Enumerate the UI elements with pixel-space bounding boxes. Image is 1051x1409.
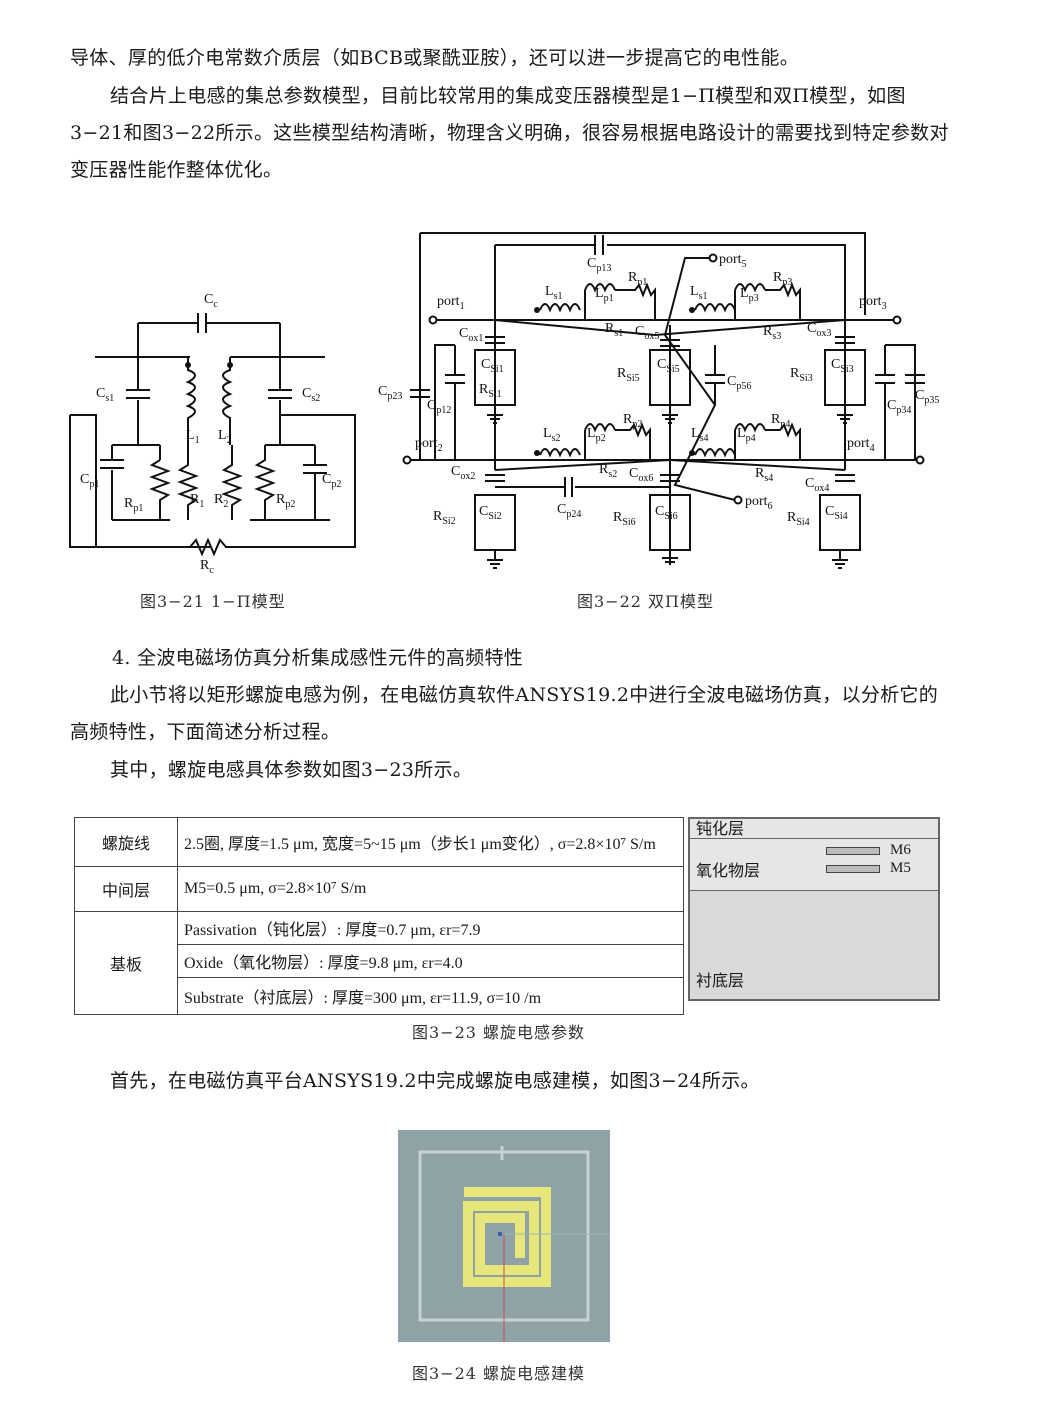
label-Rp3: Rp3 <box>773 270 792 288</box>
parameter-table: 螺旋线 2.5圈, 厚度=1.5 μm, 宽度=5~15 μm（步长1 μm变化… <box>74 817 684 1015</box>
paragraph-5: 其中，螺旋电感具体参数如图3−23所示。 <box>110 759 473 781</box>
label-R2: R2 <box>214 492 228 510</box>
label-Lp3: Lp3 <box>740 286 759 304</box>
label-port3: port3 <box>859 294 887 312</box>
label-Cox1: Cox1 <box>459 326 483 344</box>
label-RSi6: RSi6 <box>613 510 636 528</box>
label-Lp4: Lp4 <box>737 426 756 444</box>
oxide-layer: 氧化物层 <box>690 839 938 891</box>
figure-double-pi-model: port1 port2 port3 port4 port5 port6 Cp13… <box>375 225 945 575</box>
table-row: 中间层 M5=0.5 μm, σ=2.8×10⁷ S/m <box>74 866 684 912</box>
table-row: Oxide（氧化物层）: 厚度=9.8 μm, εr=4.0 <box>75 944 684 978</box>
caption-fig-3-21: 图3−21 1−Π模型 <box>140 592 286 611</box>
passivation-layer: 钝化层 <box>690 819 938 839</box>
figure-1pi-model: Cc Cs1 Cs2 L1 L2 Cp1 Rp1 R1 R2 Rp2 Cp2 R… <box>60 285 370 585</box>
label-Cp23: Cp23 <box>378 384 402 402</box>
paragraph-1: 导体、厚的低介电常数介质层（如BCB或聚酰亚胺），还可以进一步提高它的电性能。 <box>70 47 800 69</box>
label-RSi4: RSi4 <box>787 510 810 528</box>
label-CSi3: CSi3 <box>831 357 854 375</box>
label-Cs1: Cs1 <box>96 386 114 404</box>
label-Rs3: Rs3 <box>763 324 781 342</box>
label-Rp2: Rp2 <box>276 492 295 510</box>
label-Cc: Cc <box>204 292 218 310</box>
label-Rp1: Rp1 <box>124 496 143 514</box>
label-Cp13: Cp13 <box>587 256 611 274</box>
paragraph-6: 首先，在电磁仿真平台ANSYS19.2中完成螺旋电感建模，如图3−24所示。 <box>110 1070 760 1092</box>
table-row: 螺旋线 2.5圈, 厚度=1.5 μm, 宽度=5~15 μm（步长1 μm变化… <box>74 817 684 867</box>
caption-fig-3-22: 图3−22 双Π模型 <box>577 592 714 611</box>
label-Rp1: Rp1 <box>628 270 647 288</box>
paragraph-2: 结合片上电感的集总参数模型，目前比较常用的集成变压器模型是1−Π模型和双Π模型，… <box>70 85 949 181</box>
label-Rs4: Rs4 <box>755 466 773 484</box>
label-Lp2: Lp2 <box>587 426 606 444</box>
label-RSi1: RSi1 <box>479 382 502 400</box>
label-Rp4: Rp4 <box>771 412 790 430</box>
layer-stack-diagram: 钝化层 氧化物层 M6 M5 衬底层 <box>688 817 940 1001</box>
label-Cp2: Cp2 <box>322 472 341 490</box>
section-heading: 4. 全波电磁场仿真分析集成感性元件的高频特性 <box>112 647 524 669</box>
label-L2: L2 <box>218 428 232 446</box>
label-CSi5: CSi5 <box>657 357 680 375</box>
label-port6: port6 <box>745 494 773 512</box>
m6-bar <box>826 847 880 855</box>
label-Cox2: Cox2 <box>451 464 475 482</box>
label-Rs2: Rs2 <box>599 462 617 480</box>
label-CSi6: CSi6 <box>655 504 678 522</box>
label-CSi1: CSi1 <box>481 357 504 375</box>
label-CSi4: CSi4 <box>825 504 848 522</box>
table-cell: 基板 <box>74 911 178 1015</box>
table-cell: M5=0.5 μm, σ=2.8×10⁷ S/m <box>177 866 684 912</box>
inductor-model-image <box>398 1130 610 1342</box>
label-port2: port2 <box>415 436 443 454</box>
label-Cp12: Cp12 <box>427 398 451 416</box>
table-cell: Oxide（氧化物层）: 厚度=9.8 μm, εr=4.0 <box>177 944 684 978</box>
table-row: Substrate（衬底层）: 厚度=300 μm, εr=11.9, σ=10… <box>75 977 684 1015</box>
table-cell: 2.5圈, 厚度=1.5 μm, 宽度=5~15 μm（步长1 μm变化）, σ… <box>177 817 684 867</box>
table-cell: 中间层 <box>74 866 178 912</box>
label-Rp2: Rp2 <box>623 412 642 430</box>
label-L1: L1 <box>186 428 200 446</box>
table-cell: Passivation（钝化层）: 厚度=0.7 μm, εr=7.9 <box>177 911 684 945</box>
label-port1: port1 <box>437 294 465 312</box>
label-CSi2: CSi2 <box>479 504 502 522</box>
label-R1: R1 <box>190 492 204 510</box>
label-Cox3: Cox3 <box>807 321 831 339</box>
label-Cp35: Cp35 <box>915 388 939 406</box>
label-RSi5: RSi5 <box>617 366 640 384</box>
label-Cox4: Cox4 <box>805 476 829 494</box>
paragraph-4: 此小节将以矩形螺旋电感为例，在电磁仿真软件ANSYS19.2中进行全波电磁场仿真… <box>70 684 939 743</box>
label-Cp24: Cp24 <box>557 502 581 520</box>
label-Cp56: Cp56 <box>727 374 751 392</box>
table-row: 基板 Passivation（钝化层）: 厚度=0.7 μm, εr=7.9 <box>74 911 684 1015</box>
label-Ls4: Ls4 <box>691 426 708 444</box>
m5-bar <box>826 865 880 873</box>
label-Cp1: Cp1 <box>80 472 99 490</box>
label-Cox5: Cox5 <box>635 324 659 342</box>
label-Cs2: Cs2 <box>302 386 320 404</box>
caption-fig-3-23: 图3−23 螺旋电感参数 <box>412 1023 586 1042</box>
label-Ls1b: Ls1 <box>690 284 707 302</box>
label-RSi3: RSi3 <box>790 366 813 384</box>
label-port5: port5 <box>719 252 747 270</box>
label-port4: port4 <box>847 436 875 454</box>
label-Rc: Rc <box>200 558 214 576</box>
label-Ls1: Ls1 <box>545 284 562 302</box>
substrate-label: 衬底层 <box>696 971 745 990</box>
label-Cp34: Cp34 <box>887 398 911 416</box>
label-RSi2: RSi2 <box>433 509 456 527</box>
table-cell: Substrate（衬底层）: 厚度=300 μm, εr=11.9, σ=10… <box>177 977 684 1015</box>
m5-label: M5 <box>890 860 911 876</box>
caption-fig-3-24: 图3−24 螺旋电感建模 <box>412 1364 586 1383</box>
label-Rs1: Rs1 <box>605 321 623 339</box>
label-Cox6: Cox6 <box>629 466 653 484</box>
label-Ls2: Ls2 <box>543 426 560 444</box>
table-cell: 螺旋线 <box>74 817 178 867</box>
m6-label: M6 <box>890 842 911 858</box>
label-Lp1: Lp1 <box>595 286 614 304</box>
